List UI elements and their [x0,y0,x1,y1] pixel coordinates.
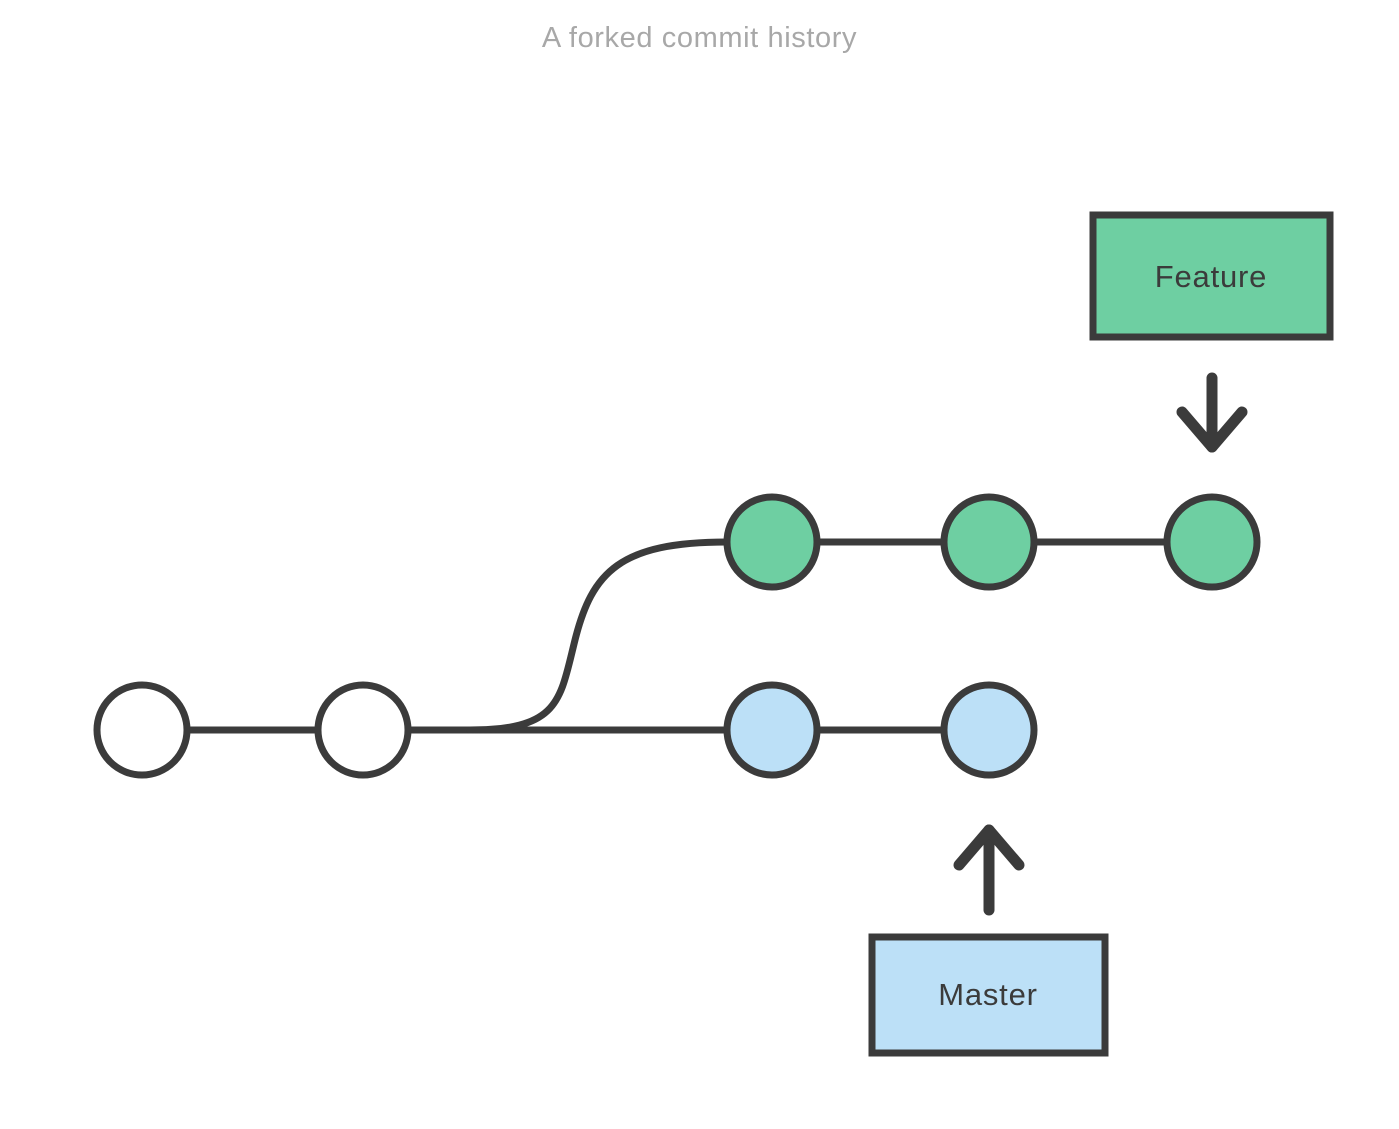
master-label-box[interactable] [868,933,1109,1057]
fork-branch-curve [466,538,731,734]
page-title: A forked commit history [541,22,858,54]
base-branch-commits [93,681,412,779]
master-label-text: Master [938,977,1038,1012]
master-pointer-arrow [953,824,1025,916]
connector-group [183,538,1171,734]
feature-label-box[interactable] [1089,211,1334,341]
arrow-up-head-icon [953,824,1025,871]
commit-node-feature-2[interactable] [940,493,1038,591]
commit-node-master-1[interactable] [723,681,821,779]
feature-branch-commits [723,493,1261,591]
feature-label-text: Feature [1155,259,1267,294]
feature-branch-label[interactable]: Feature [1089,211,1334,341]
commit-node-master-2[interactable] [940,681,1038,779]
master-branch-commits [723,681,1038,779]
commit-node-base-2[interactable] [314,681,412,779]
arrow-down-head-icon [1176,406,1248,453]
commit-node-base-1[interactable] [93,681,191,779]
feature-pointer-arrow [1176,372,1248,453]
master-branch-label[interactable]: Master [868,933,1109,1057]
commit-node-feature-3[interactable] [1163,493,1261,591]
commit-node-feature-1[interactable] [723,493,821,591]
